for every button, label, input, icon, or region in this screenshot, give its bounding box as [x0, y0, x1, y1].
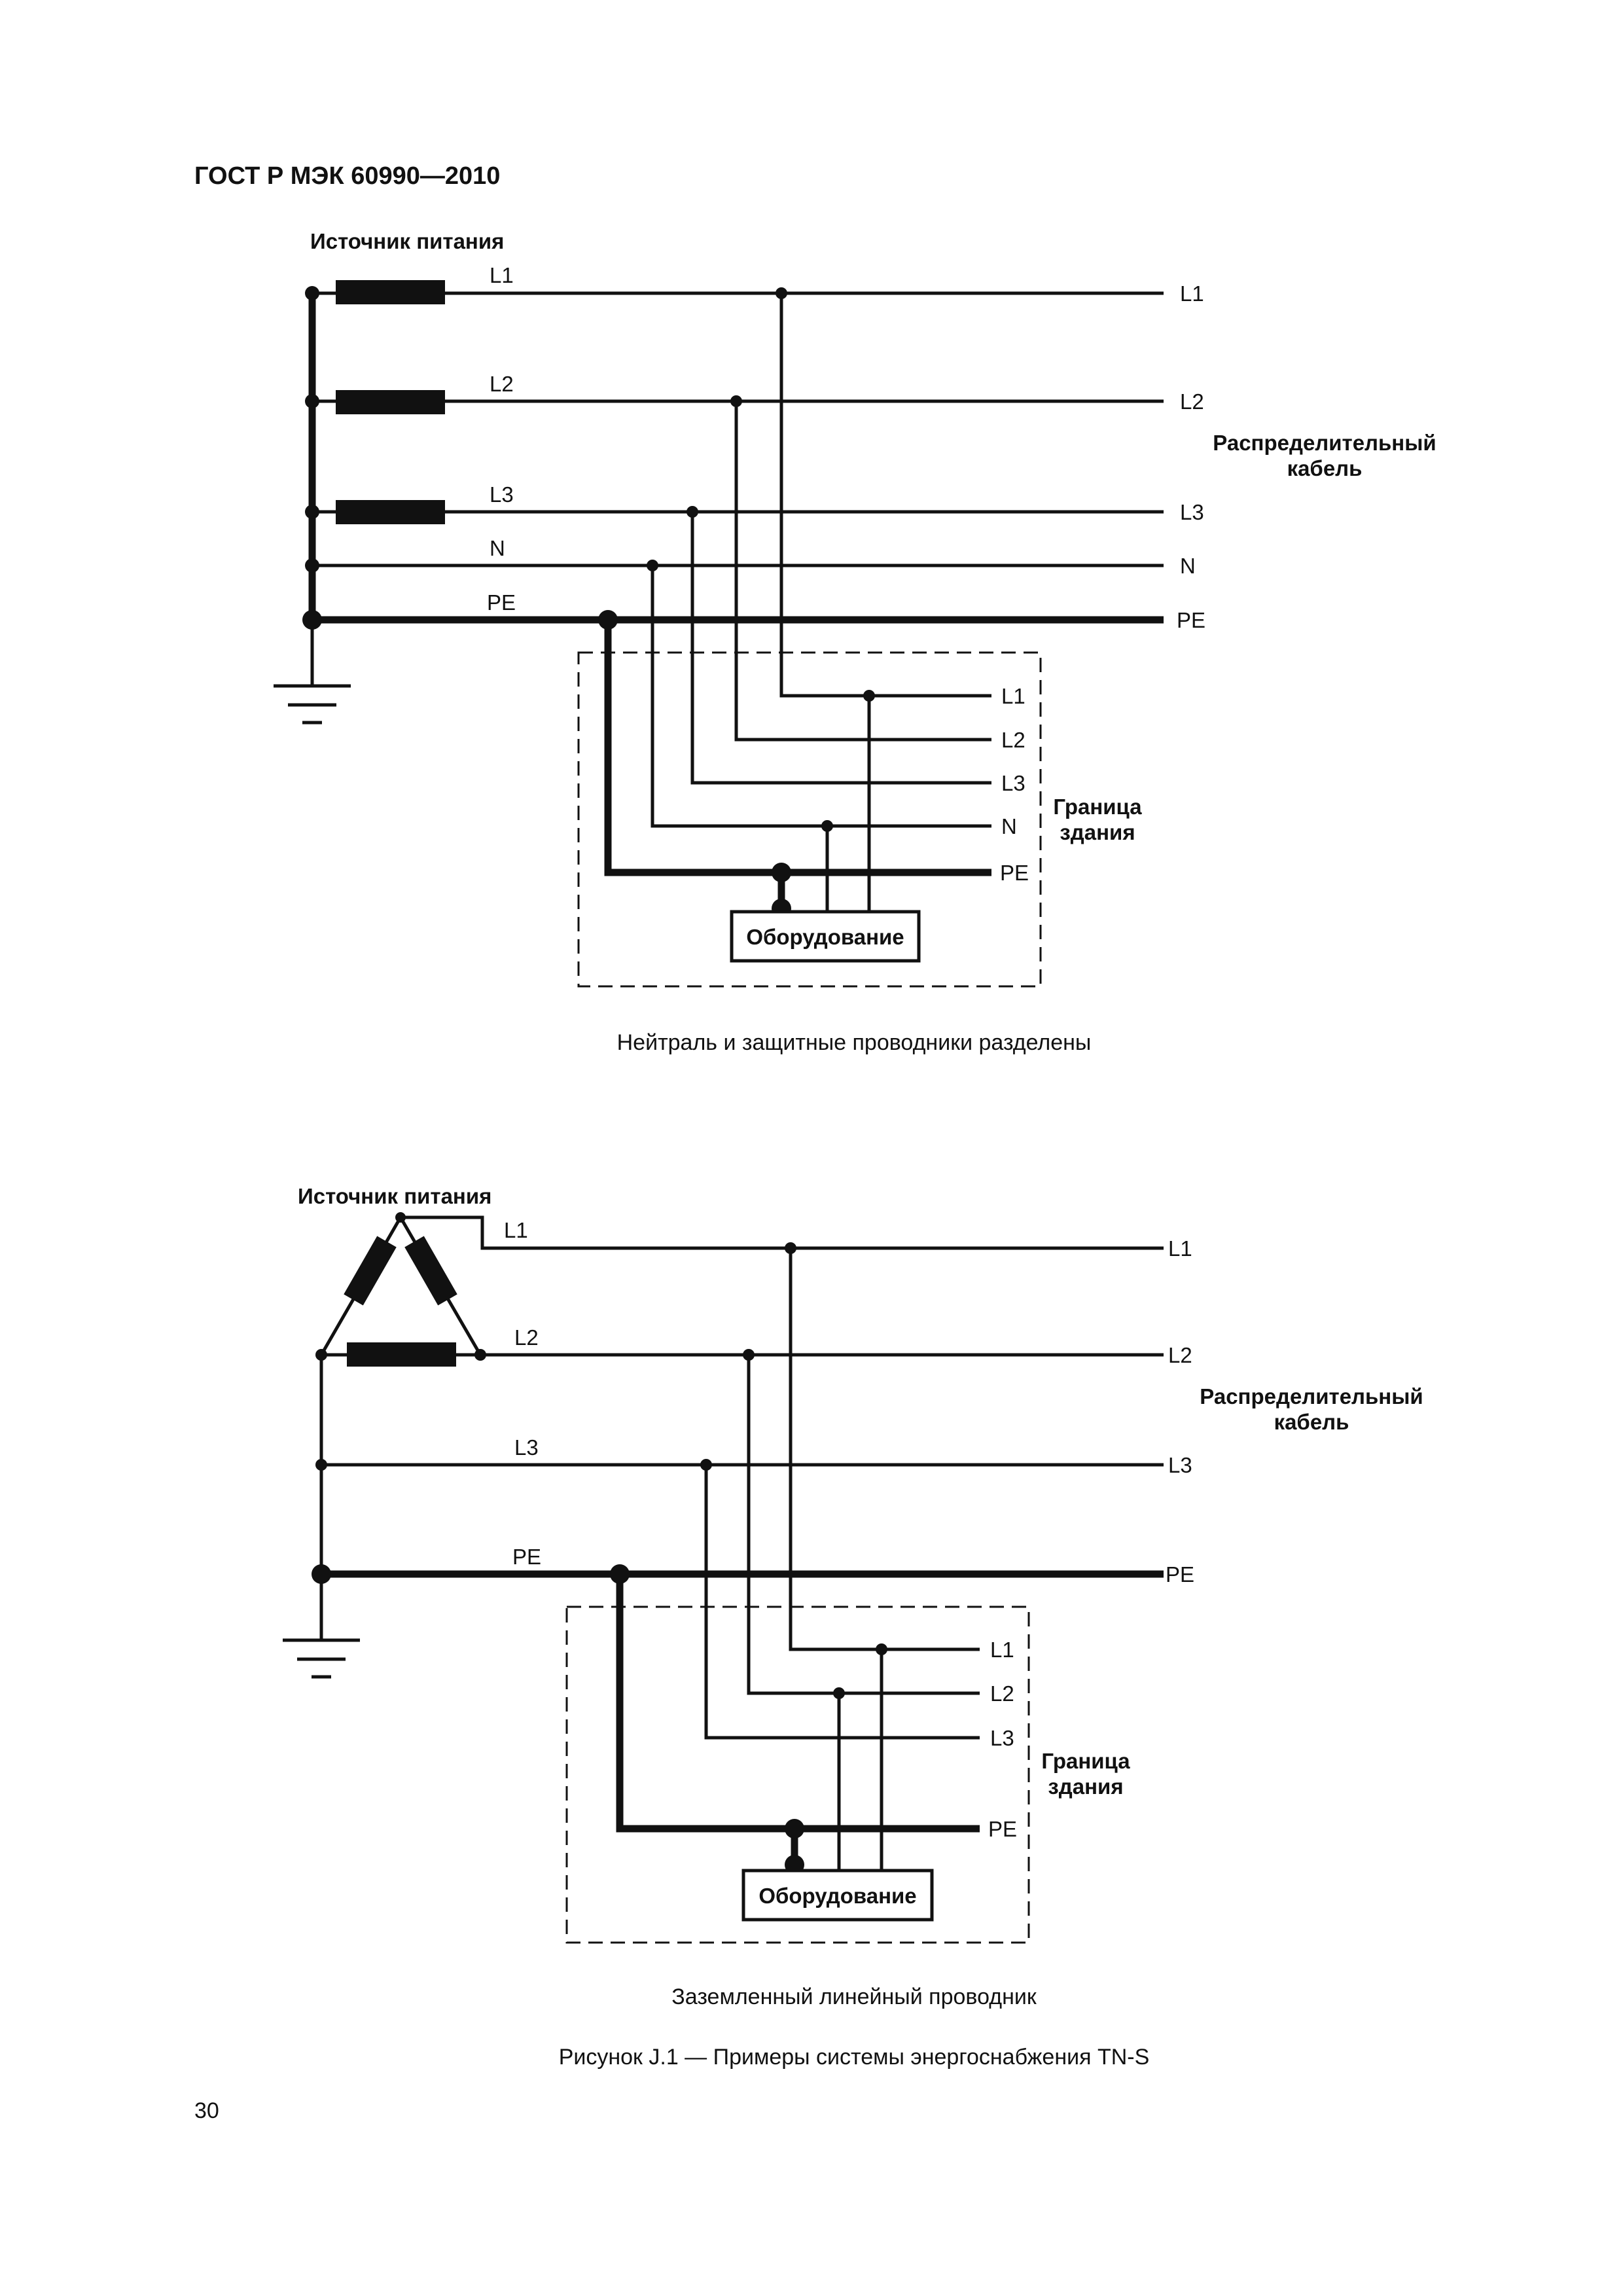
label-l2-inner: L2: [1001, 728, 1026, 752]
label-l2-left: L2: [490, 372, 514, 396]
ground-icon: [274, 684, 351, 725]
label-l2-left: L2: [514, 1325, 539, 1350]
building-label-line2: здания: [1048, 1774, 1123, 1799]
label-l1-left: L1: [490, 263, 514, 287]
drop-l3: [690, 512, 991, 785]
label-pe-left: PE: [487, 590, 516, 615]
node: [776, 287, 787, 299]
drop-l3: [704, 1465, 980, 1740]
label-l2-right: L2: [1180, 389, 1204, 414]
label-l1-right: L1: [1168, 1236, 1192, 1261]
label-l3-left: L3: [490, 482, 514, 507]
label-l3-left: L3: [514, 1435, 539, 1460]
drop-l1: [779, 293, 991, 698]
ground-icon: [283, 1638, 360, 1679]
drop-l2: [747, 1355, 980, 1695]
source-label: Источник питания: [298, 1184, 491, 1208]
label-l1-inner: L1: [1001, 684, 1026, 708]
label-pe-left: PE: [512, 1545, 541, 1569]
cable-label-line1: Распределительный: [1200, 1384, 1423, 1408]
drop-l2: [734, 401, 991, 742]
drop-pe: [616, 1574, 980, 1833]
node: [863, 690, 875, 702]
cable-label-line2: кабель: [1287, 456, 1363, 480]
equipment-box: [730, 910, 921, 963]
building-boundary: [577, 651, 1042, 988]
label-l3-inner: L3: [1001, 771, 1026, 795]
node: [305, 286, 319, 300]
building-label-line1: Граница: [1053, 795, 1142, 819]
cable-label-line2: кабель: [1274, 1410, 1349, 1434]
building-label-line1: Граница: [1041, 1749, 1130, 1773]
label-n-left: N: [490, 536, 505, 560]
equipment-label: Оборудование: [746, 925, 904, 949]
node: [687, 506, 698, 518]
node: [305, 505, 319, 519]
winding-a: [344, 1236, 397, 1306]
figure-caption: Рисунок J.1 — Примеры системы энергоснаб…: [559, 2045, 1150, 2070]
node: [647, 560, 658, 571]
building-boundary: [565, 1605, 1030, 1944]
label-l3-inner: L3: [990, 1726, 1014, 1750]
node: [598, 610, 618, 630]
cable-label-line1: Распределительный: [1213, 431, 1436, 455]
node: [821, 820, 833, 832]
node: [833, 1687, 845, 1699]
label-l1-right: L1: [1180, 281, 1204, 306]
node: [743, 1349, 755, 1361]
label-pe-right: PE: [1166, 1562, 1194, 1587]
label-l2-inner: L2: [990, 1681, 1014, 1706]
equipment-box: [741, 1869, 934, 1922]
label-l1-left: L1: [504, 1218, 528, 1242]
node: [305, 558, 319, 573]
diagram-tn-s-grounded-line: Источник питания: [283, 1184, 1423, 2009]
node: [700, 1459, 712, 1471]
node: [876, 1643, 887, 1655]
drop-n: [651, 565, 991, 828]
winding-b: [404, 1236, 457, 1306]
node: [610, 1564, 630, 1584]
node: [302, 610, 322, 630]
node: [772, 863, 791, 882]
node: [315, 1459, 327, 1471]
page-number: 30: [194, 2098, 219, 2123]
building-label-line2: здания: [1060, 820, 1135, 844]
node: [730, 395, 742, 407]
label-pe-inner: PE: [1000, 861, 1029, 885]
node: [785, 1819, 804, 1839]
equipment-label: Оборудование: [758, 1884, 916, 1908]
label-l3-right: L3: [1180, 500, 1204, 524]
drop-pe: [604, 620, 991, 876]
label-n-inner: N: [1001, 814, 1017, 838]
delta-source: [318, 1214, 484, 1357]
label-n-right: N: [1180, 554, 1196, 578]
conductor-l1: [401, 1215, 1164, 1250]
node: [305, 394, 319, 408]
node: [785, 1242, 796, 1254]
drop-l1: [789, 1248, 980, 1651]
document-header: ГОСТ Р МЭК 60990—2010: [194, 162, 501, 190]
label-l3-right: L3: [1168, 1453, 1192, 1477]
diagram2-caption: Заземленный линейный проводник: [671, 1984, 1037, 2009]
source-label: Источник питания: [310, 229, 504, 253]
winding-c: [347, 1342, 456, 1367]
label-pe-inner: PE: [988, 1817, 1017, 1841]
diagram1-caption: Нейтраль и защитные проводники разделены: [617, 1030, 1092, 1055]
label-pe-right: PE: [1177, 608, 1205, 632]
diagram-tn-s-separated: Источник питания: [274, 229, 1436, 1055]
label-l1-inner: L1: [990, 1638, 1014, 1662]
label-l2-right: L2: [1168, 1343, 1192, 1367]
